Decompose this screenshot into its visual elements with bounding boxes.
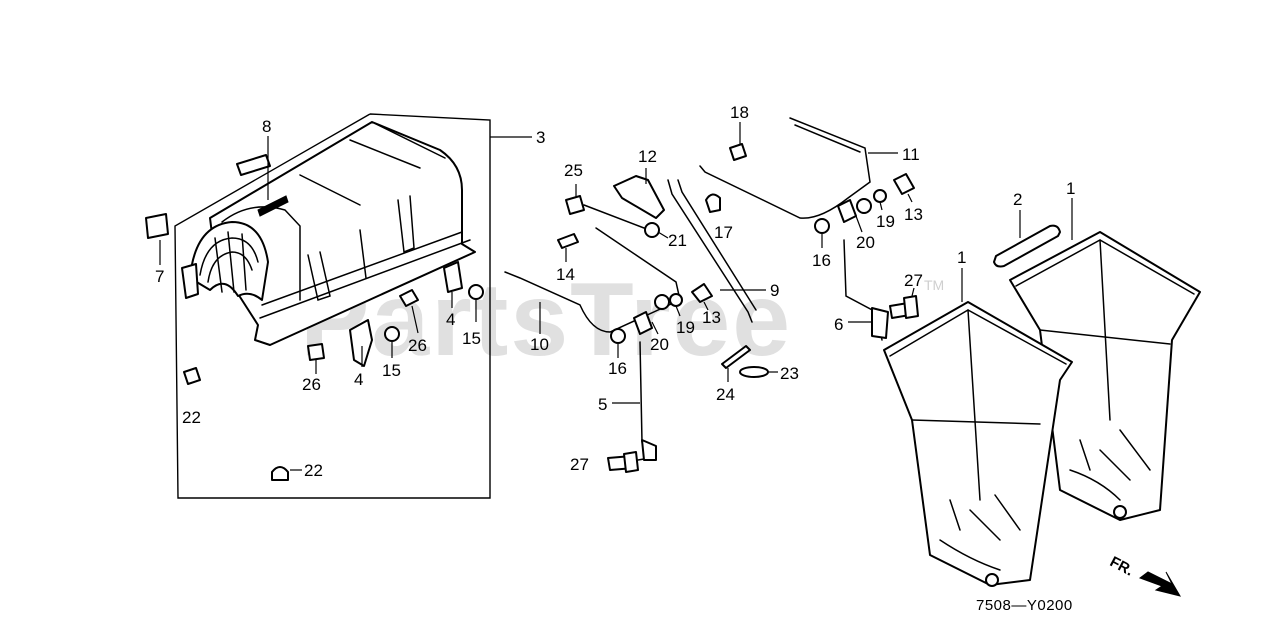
callout-9: 9 [770, 281, 779, 300]
callout-16-a: 16 [608, 359, 627, 378]
grass-bag-rear [1009, 198, 1201, 521]
callout-16-b: 16 [812, 251, 831, 270]
knob-17 [705, 193, 721, 213]
callout-23: 23 [780, 364, 799, 383]
bolt-13-b [893, 173, 915, 203]
callout-8: 8 [262, 117, 271, 136]
callout-17: 17 [714, 223, 733, 242]
cover-assembly-frame [174, 113, 532, 499]
label-plate-7 [145, 213, 169, 265]
callout-25: 25 [564, 161, 583, 180]
bag-support-pipe-2 [993, 210, 1061, 268]
rod-9 [667, 179, 766, 323]
bolt-25 [565, 184, 645, 229]
callout-19-b: 19 [876, 212, 895, 231]
bracket-4-a [443, 261, 463, 308]
bolt-14 [557, 233, 579, 262]
callout-labels: 3 8 7 4 4 15 15 26 26 22 22 25 12 21 14 … [155, 103, 1075, 480]
clip-22-a [183, 367, 201, 385]
callout-26-b: 26 [302, 375, 321, 394]
collar-16-a [610, 328, 626, 358]
callout-20-a: 20 [650, 335, 669, 354]
callout-27-b: 27 [904, 271, 923, 290]
bolt-26-b [307, 343, 325, 374]
bracket-12 [613, 168, 665, 219]
callout-18: 18 [730, 103, 749, 122]
rod-6 [843, 239, 889, 341]
callout-27-a: 27 [570, 455, 589, 474]
callout-1-b: 1 [957, 248, 966, 267]
callout-15-b: 15 [382, 361, 401, 380]
callout-11: 11 [902, 145, 920, 164]
clip-20-b [837, 199, 863, 233]
nut-15-b [384, 326, 400, 358]
callout-22-a: 22 [182, 408, 201, 427]
clip-22-b [271, 466, 302, 481]
callout-26-a: 26 [408, 336, 427, 355]
front-direction-label: FR. [1107, 553, 1136, 579]
callout-13-b: 13 [904, 205, 923, 224]
watermark-tm: TM [924, 277, 944, 293]
callout-4-a: 4 [446, 310, 455, 329]
bolt-18 [729, 122, 747, 161]
callout-21: 21 [668, 231, 687, 250]
bolt-27-b [889, 287, 919, 319]
rod-5 [612, 341, 657, 461]
callout-19-a: 19 [676, 318, 695, 337]
callout-1-a: 1 [1066, 179, 1075, 198]
callout-14: 14 [556, 265, 575, 284]
callout-5: 5 [598, 395, 607, 414]
callout-20-b: 20 [856, 233, 875, 252]
rod-11 [699, 117, 898, 219]
washer-19-b [856, 189, 887, 214]
callout-15-a: 15 [462, 329, 481, 348]
bracket-4-b [349, 319, 373, 367]
grass-bag-front [883, 268, 1073, 587]
pin-24 [721, 345, 751, 382]
nut-15-a [468, 284, 484, 322]
callout-6: 6 [834, 315, 843, 334]
drawing-code: 7508—Y0200 [976, 597, 1073, 614]
washer-21 [644, 222, 669, 239]
callout-2: 2 [1013, 190, 1022, 209]
callout-3: 3 [536, 128, 545, 147]
bolt-27-a [607, 451, 639, 473]
callout-4-b: 4 [354, 370, 363, 389]
washer-19-a [654, 293, 683, 317]
collar-16-b [814, 218, 830, 248]
callout-24: 24 [716, 385, 735, 404]
front-direction-arrow: FR. [1107, 553, 1182, 597]
callout-12: 12 [638, 147, 657, 166]
clip-20-a [633, 311, 659, 335]
washer-23 [739, 366, 778, 378]
callout-22-b: 22 [304, 461, 323, 480]
grass-bag-cover [181, 121, 476, 346]
label-plate-8 [236, 136, 271, 200]
callout-13-a: 13 [702, 308, 721, 327]
bolt-26-a [399, 289, 419, 334]
callout-7: 7 [155, 267, 164, 286]
bolt-13-a [691, 283, 713, 311]
callout-10: 10 [530, 335, 549, 354]
